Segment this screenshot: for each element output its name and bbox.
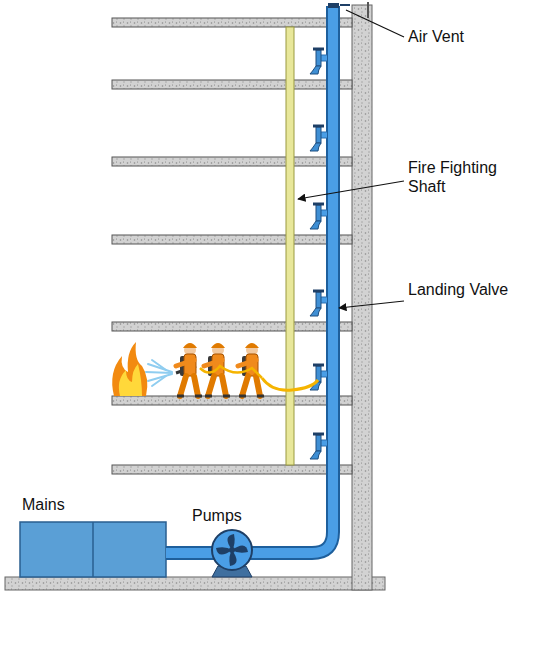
shaft-label: Fire Fighting Shaft	[408, 158, 520, 196]
mains-tank: Mains	[20, 495, 166, 577]
landing-valve-label: Landing Valve	[408, 280, 520, 299]
node-label: Mains	[20, 495, 67, 514]
pump: Pumps	[190, 506, 276, 572]
node-label: Pumps	[190, 506, 244, 525]
air-vent-label: Air Vent	[408, 27, 528, 46]
supply-pipe	[166, 553, 190, 554]
